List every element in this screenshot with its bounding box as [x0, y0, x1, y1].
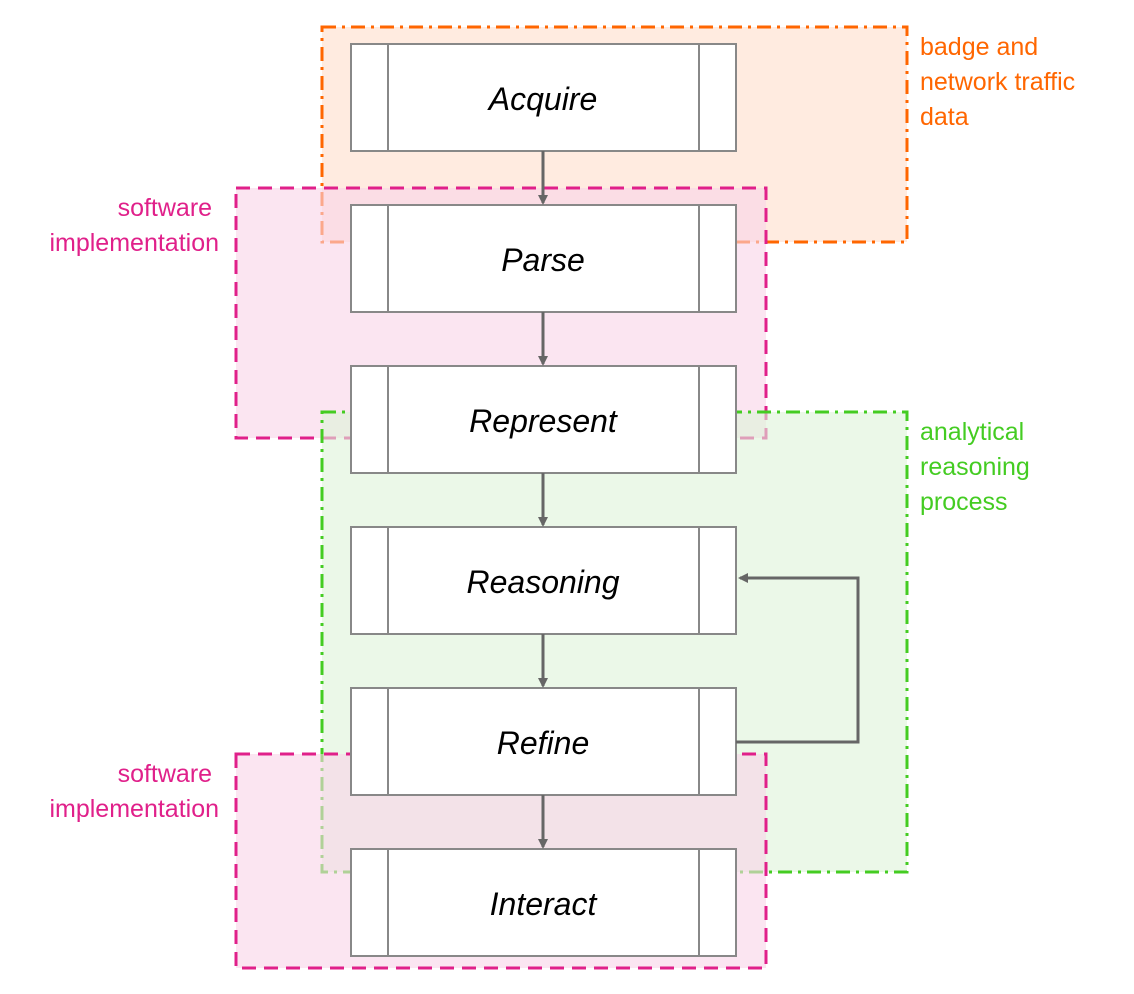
step-parse-label: Parse: [501, 242, 585, 278]
analytical-region-label: analytical reasoning process: [920, 418, 1037, 516]
step-reasoning: Reasoning: [350, 526, 737, 635]
step-represent-label: Represent: [469, 403, 618, 439]
data-region-label: badge and network traffic data: [920, 33, 1082, 131]
step-represent: Represent: [350, 365, 737, 474]
step-acquire-label: Acquire: [487, 81, 598, 117]
step-refine-label: Refine: [497, 725, 590, 761]
step-interact: Interact: [350, 848, 737, 957]
software-region-top-label: software implementation: [49, 194, 219, 257]
step-parse: Parse: [350, 204, 737, 313]
arrow-refine-to-reasoning-feedback: [736, 573, 860, 744]
step-refine: Refine: [350, 687, 737, 796]
step-interact-label: Interact: [490, 886, 598, 922]
step-reasoning-label: Reasoning: [467, 564, 620, 600]
step-acquire: Acquire: [350, 43, 737, 152]
software-region-bottom-label: software implementation: [49, 760, 219, 823]
